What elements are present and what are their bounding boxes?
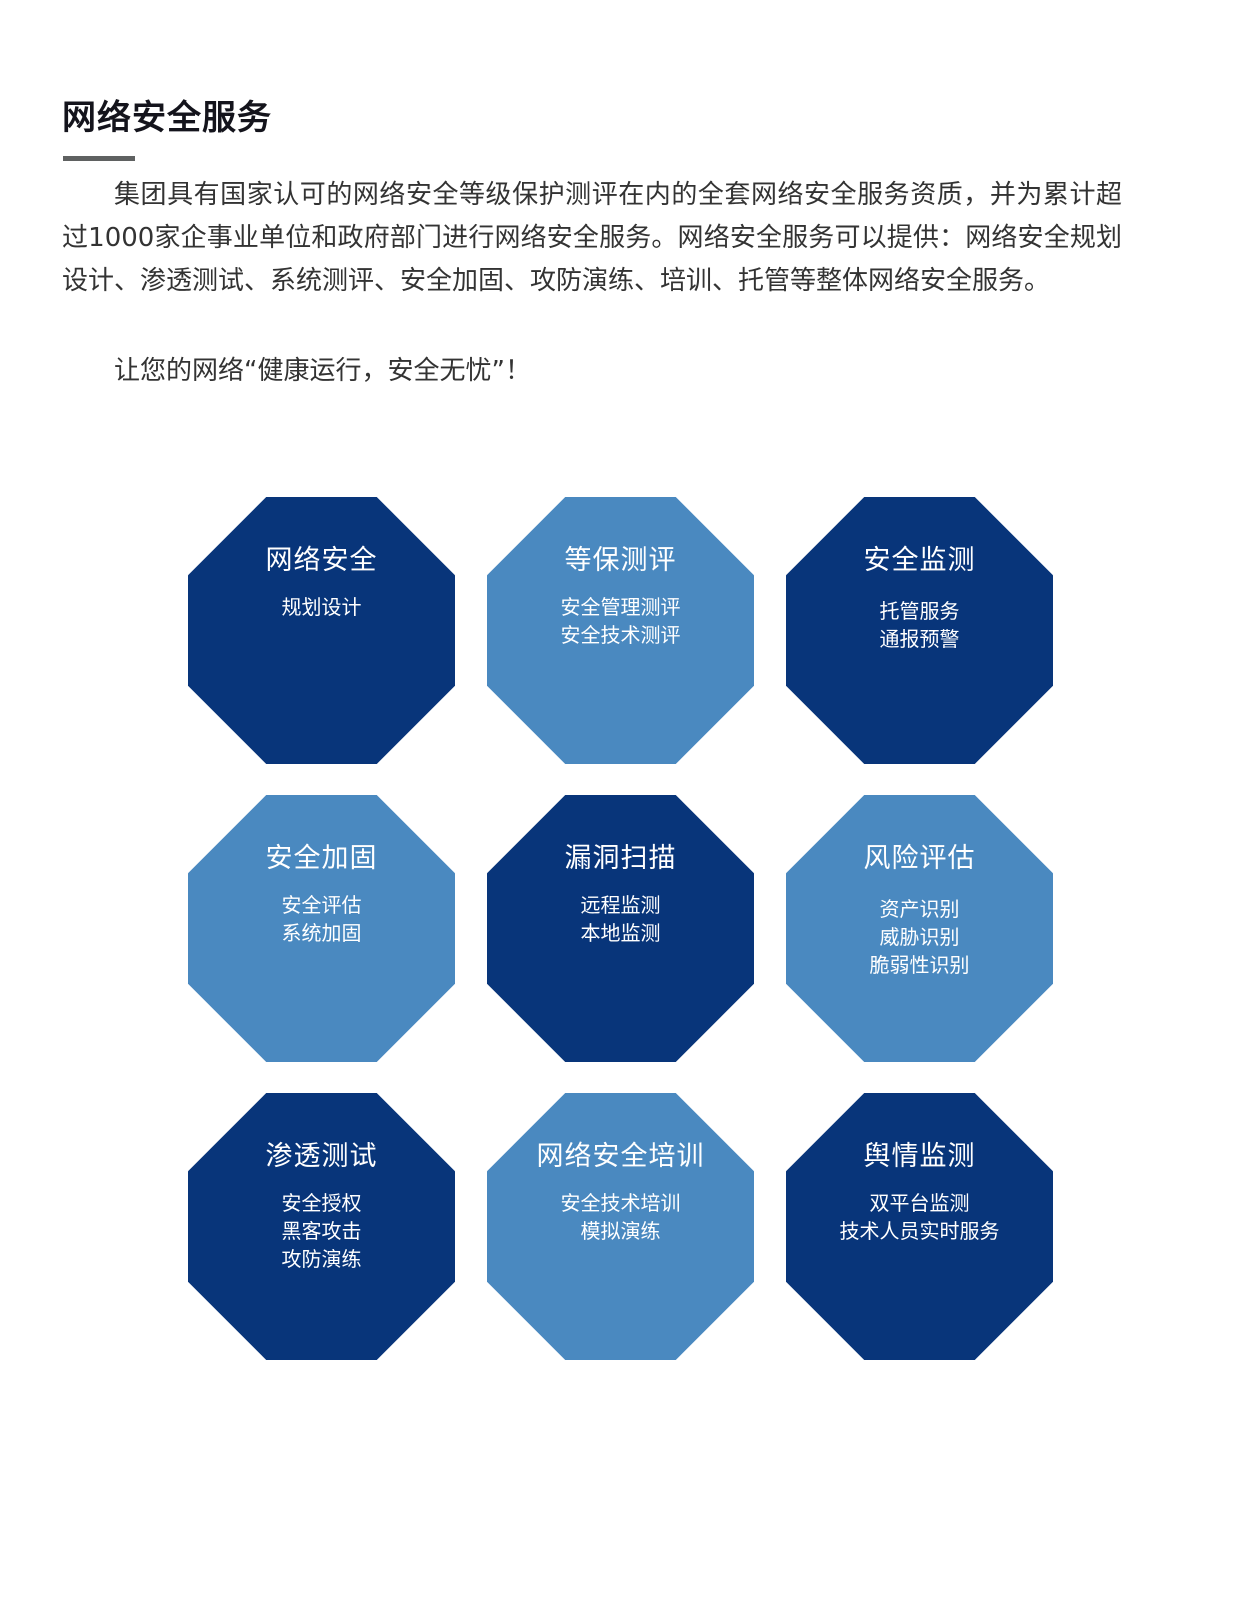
service-card-public-opinion: 舆情监测 双平台监测 技术人员实时服务	[786, 1093, 1053, 1360]
service-item: 安全技术测评	[560, 623, 681, 647]
service-item: 安全技术培训	[560, 1191, 681, 1215]
page-title: 网络安全服务	[62, 98, 272, 138]
service-item: 威胁识别	[879, 925, 960, 949]
service-item: 双平台监测	[869, 1191, 970, 1215]
service-title: 舆情监测	[863, 1141, 976, 1172]
service-title: 网络安全培训	[536, 1141, 705, 1172]
service-item: 安全评估	[281, 893, 362, 917]
service-item: 安全授权	[281, 1191, 362, 1215]
title-underline	[63, 156, 135, 161]
service-item: 远程监测	[580, 893, 661, 917]
service-card-level-protection: 等保测评 安全管理测评 安全技术测评	[487, 497, 754, 764]
service-item: 攻防演练	[281, 1247, 362, 1271]
service-item: 系统加固	[281, 921, 362, 945]
service-title: 漏洞扫描	[564, 843, 677, 874]
service-item: 规划设计	[281, 595, 362, 619]
service-title: 渗透测试	[265, 1141, 378, 1172]
service-item: 安全管理测评	[560, 595, 681, 619]
service-title: 风险评估	[863, 843, 976, 874]
service-card-vuln-scan: 漏洞扫描 远程监测 本地监测	[487, 795, 754, 1062]
service-item: 技术人员实时服务	[839, 1219, 1000, 1243]
service-card-risk-assessment: 风险评估 资产识别 威胁识别 脆弱性识别	[786, 795, 1053, 1062]
service-item: 模拟演练	[580, 1219, 661, 1243]
service-title: 安全监测	[863, 545, 976, 576]
service-card-hardening: 安全加固 安全评估 系统加固	[188, 795, 455, 1062]
service-card-pentest: 渗透测试 安全授权 黑客攻击 攻防演练	[188, 1093, 455, 1360]
service-title: 等保测评	[564, 545, 677, 576]
service-title: 网络安全	[265, 545, 378, 576]
services-grid: 网络安全 规划设计 等保测评 安全管理测评 安全技术测评 安全监测 托管服务 通…	[188, 497, 1053, 1362]
service-item: 本地监测	[580, 921, 661, 945]
service-card-network-security: 网络安全 规划设计	[188, 497, 455, 764]
service-item: 通报预警	[879, 627, 960, 651]
service-item: 资产识别	[879, 897, 960, 921]
service-item: 托管服务	[879, 599, 960, 623]
intro-paragraph: 集团具有国家认可的网络安全等级保护测评在内的全套网络安全服务资质，并为累计超过1…	[62, 180, 1122, 296]
service-item: 脆弱性识别	[869, 953, 970, 977]
service-item: 黑客攻击	[281, 1219, 362, 1243]
service-card-training: 网络安全培训 安全技术培训 模拟演练	[487, 1093, 754, 1360]
service-card-security-monitoring: 安全监测 托管服务 通报预警	[786, 497, 1053, 764]
slogan: 让您的网络“健康运行，安全无忧”！	[114, 356, 531, 386]
service-title: 安全加固	[265, 843, 378, 874]
